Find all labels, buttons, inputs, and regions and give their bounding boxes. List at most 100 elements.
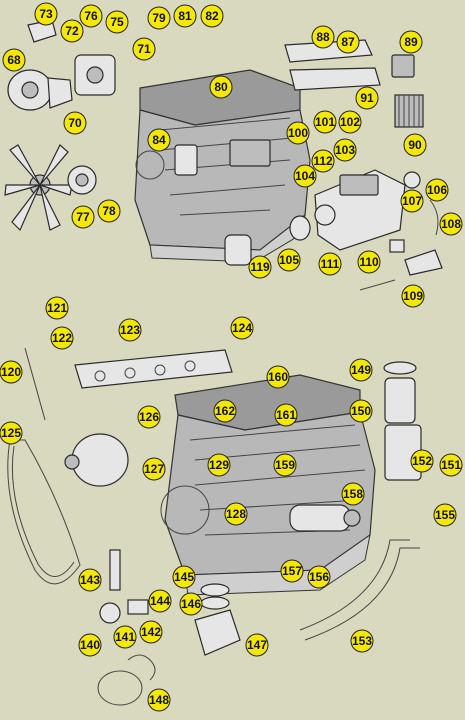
callout-120: 120 <box>0 360 23 384</box>
svg-text:149: 149 <box>351 363 371 377</box>
callout-160: 160 <box>266 365 290 389</box>
callout-119: 119 <box>248 255 272 279</box>
svg-text:148: 148 <box>149 693 169 707</box>
callout-148: 148 <box>147 688 171 712</box>
callout-82: 82 <box>200 4 224 28</box>
svg-text:111: 111 <box>321 257 340 271</box>
svg-text:91: 91 <box>360 91 374 105</box>
callout-100: 100 <box>286 121 310 145</box>
svg-text:150: 150 <box>351 404 371 418</box>
callout-153: 153 <box>350 629 374 653</box>
svg-text:112: 112 <box>313 154 333 168</box>
upper-engine-block <box>134 69 311 263</box>
svg-text:107: 107 <box>402 194 422 208</box>
svg-text:75: 75 <box>110 15 124 29</box>
callout-112: 112 <box>311 149 335 173</box>
callout-101: 101 <box>313 110 337 134</box>
injection-pump-bracket-parts <box>289 171 443 291</box>
callout-145: 145 <box>172 565 196 589</box>
air-filter-elements <box>391 54 424 128</box>
svg-text:127: 127 <box>144 462 164 476</box>
callout-141: 141 <box>113 625 137 649</box>
callout-149: 149 <box>349 358 373 382</box>
svg-text:90: 90 <box>408 138 422 152</box>
callout-81: 81 <box>173 4 197 28</box>
svg-text:147: 147 <box>247 638 267 652</box>
svg-text:119: 119 <box>250 260 270 274</box>
callout-111: 111 <box>318 252 342 276</box>
callout-77: 77 <box>71 205 95 229</box>
svg-text:140: 140 <box>80 638 100 652</box>
svg-text:109: 109 <box>403 289 423 303</box>
callout-76: 76 <box>79 4 103 28</box>
svg-text:102: 102 <box>340 115 360 129</box>
cooling-fan <box>4 144 73 232</box>
svg-text:89: 89 <box>404 35 418 49</box>
svg-text:70: 70 <box>68 116 82 130</box>
callout-124: 124 <box>230 316 254 340</box>
svg-text:104: 104 <box>295 169 315 183</box>
svg-text:78: 78 <box>102 204 116 218</box>
callout-129: 129 <box>207 453 231 477</box>
callout-128: 128 <box>224 502 248 526</box>
svg-text:106: 106 <box>427 183 447 197</box>
callout-150: 150 <box>349 399 373 423</box>
callout-84: 84 <box>147 128 171 152</box>
svg-text:103: 103 <box>335 143 355 157</box>
oil-pump-parts <box>97 549 241 706</box>
callout-125: 125 <box>0 421 23 445</box>
svg-text:87: 87 <box>341 35 355 49</box>
callout-123: 123 <box>118 318 142 342</box>
callout-106: 106 <box>425 178 449 202</box>
svg-text:72: 72 <box>65 24 79 38</box>
svg-text:160: 160 <box>268 370 288 384</box>
svg-text:84: 84 <box>152 133 166 147</box>
svg-text:151: 151 <box>441 458 461 472</box>
callout-142: 142 <box>139 620 163 644</box>
callout-144: 144 <box>148 589 172 613</box>
svg-text:141: 141 <box>115 630 135 644</box>
callout-157: 157 <box>280 559 304 583</box>
callout-89: 89 <box>399 30 423 54</box>
svg-text:101: 101 <box>315 115 335 129</box>
svg-text:145: 145 <box>174 570 194 584</box>
water-pump-assembly <box>7 69 73 111</box>
callout-107: 107 <box>400 189 424 213</box>
callout-156: 156 <box>307 565 331 589</box>
callout-104: 104 <box>293 164 317 188</box>
callout-75: 75 <box>105 10 129 34</box>
svg-text:120: 120 <box>1 365 21 379</box>
svg-text:161: 161 <box>276 408 296 422</box>
dipstick <box>24 347 46 421</box>
callout-103: 103 <box>333 138 357 162</box>
callout-108: 108 <box>439 212 463 236</box>
svg-text:100: 100 <box>288 126 308 140</box>
svg-text:122: 122 <box>52 331 72 345</box>
svg-text:129: 129 <box>209 458 229 472</box>
svg-text:157: 157 <box>282 564 302 578</box>
svg-text:158: 158 <box>343 487 363 501</box>
injection-pump <box>314 169 406 251</box>
callout-68: 68 <box>2 48 26 72</box>
callout-140: 140 <box>78 633 102 657</box>
svg-text:76: 76 <box>84 9 98 23</box>
svg-text:125: 125 <box>1 426 21 440</box>
callout-79: 79 <box>147 6 171 30</box>
callout-105: 105 <box>277 248 301 272</box>
svg-text:77: 77 <box>76 210 90 224</box>
callout-121: 121 <box>45 296 69 320</box>
svg-text:162: 162 <box>215 404 235 418</box>
svg-text:123: 123 <box>120 323 140 337</box>
callout-90: 90 <box>403 133 427 157</box>
svg-text:79: 79 <box>152 11 166 25</box>
callout-161: 161 <box>274 403 298 427</box>
callout-80: 80 <box>209 75 233 99</box>
svg-text:68: 68 <box>7 53 21 67</box>
svg-text:153: 153 <box>352 634 372 648</box>
svg-text:105: 105 <box>279 253 299 267</box>
callout-147: 147 <box>245 633 269 657</box>
callout-152: 152 <box>410 449 434 473</box>
callout-127: 127 <box>142 457 166 481</box>
